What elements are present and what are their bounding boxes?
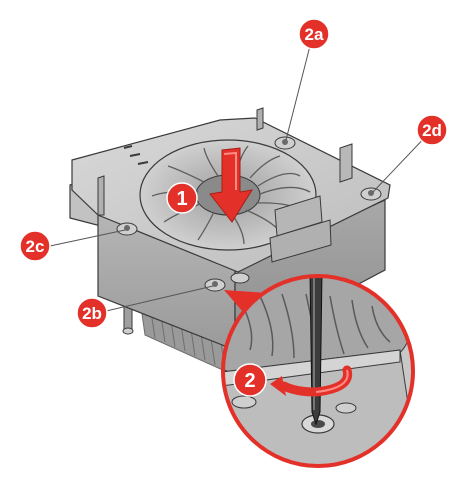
tab-rear	[256, 107, 264, 131]
leader-2a	[285, 37, 313, 141]
svg-text:1: 1	[176, 188, 187, 210]
svg-text:2d: 2d	[422, 121, 442, 140]
screw-2c-boss	[116, 222, 138, 236]
badge-screw-2d: 2d	[416, 114, 448, 146]
screwdriver-icon	[309, 276, 323, 426]
badge-screw-2b: 2b	[76, 297, 108, 329]
tab-left	[97, 175, 105, 216]
down-arrow-icon	[209, 147, 254, 223]
zoom-ring	[221, 274, 415, 468]
vent-slots	[123, 145, 149, 165]
screw-2a-boss	[274, 136, 296, 150]
badge-step-2: 2	[233, 363, 267, 397]
badge-screw-2a: 2a	[298, 18, 330, 50]
front-inner-frame-lower	[269, 219, 332, 263]
tab-right	[339, 143, 353, 183]
leader-2b	[101, 285, 214, 313]
badge-step-1: 1	[166, 182, 198, 214]
svg-text:2: 2	[244, 370, 255, 392]
svg-text:2b: 2b	[82, 304, 102, 323]
svg-text:2c: 2c	[26, 237, 45, 256]
leader-lines	[49, 37, 431, 313]
leader-2d	[372, 131, 431, 193]
leader-2c	[49, 229, 126, 247]
svg-text:2a: 2a	[305, 25, 324, 44]
screw-2d-boss	[360, 187, 382, 201]
boss-near-zoom	[230, 272, 250, 284]
screw-2b-boss	[204, 278, 226, 292]
counterclockwise-arrow-icon	[270, 365, 353, 397]
badge-screw-2c: 2c	[19, 230, 51, 262]
